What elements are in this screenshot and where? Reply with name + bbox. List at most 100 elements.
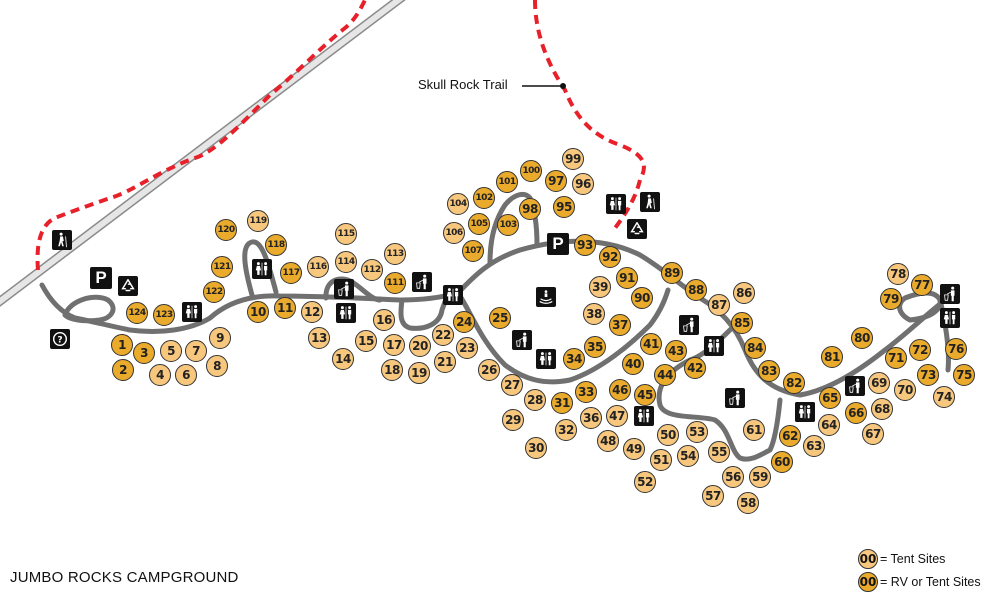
campsite-96[interactable]: 96 bbox=[572, 173, 594, 195]
campsite-24[interactable]: 24 bbox=[453, 311, 475, 333]
campsite-86[interactable]: 86 bbox=[733, 282, 755, 304]
campsite-69[interactable]: 69 bbox=[868, 372, 890, 394]
campsite-49[interactable]: 49 bbox=[623, 438, 645, 460]
campsite-35[interactable]: 35 bbox=[584, 336, 606, 358]
campsite-39[interactable]: 39 bbox=[589, 276, 611, 298]
campsite-54[interactable]: 54 bbox=[677, 445, 699, 467]
campsite-120[interactable]: 120 bbox=[215, 219, 237, 241]
campsite-19[interactable]: 19 bbox=[408, 362, 430, 384]
campsite-15[interactable]: 15 bbox=[355, 330, 377, 352]
campsite-67[interactable]: 67 bbox=[862, 423, 884, 445]
campsite-104[interactable]: 104 bbox=[447, 193, 469, 215]
campsite-87[interactable]: 87 bbox=[708, 294, 730, 316]
campsite-61[interactable]: 61 bbox=[743, 419, 765, 441]
campsite-71[interactable]: 71 bbox=[885, 347, 907, 369]
campsite-123[interactable]: 123 bbox=[153, 304, 175, 326]
campsite-58[interactable]: 58 bbox=[737, 492, 759, 514]
campsite-30[interactable]: 30 bbox=[525, 437, 547, 459]
campsite-99[interactable]: 99 bbox=[562, 148, 584, 170]
campsite-64[interactable]: 64 bbox=[818, 414, 840, 436]
campsite-83[interactable]: 83 bbox=[758, 360, 780, 382]
campsite-111[interactable]: 111 bbox=[384, 272, 406, 294]
campsite-98[interactable]: 98 bbox=[519, 198, 541, 220]
campsite-70[interactable]: 70 bbox=[894, 379, 916, 401]
campsite-31[interactable]: 31 bbox=[551, 392, 573, 414]
campsite-20[interactable]: 20 bbox=[409, 335, 431, 357]
campsite-112[interactable]: 112 bbox=[361, 259, 383, 281]
campsite-82[interactable]: 82 bbox=[783, 372, 805, 394]
campsite-73[interactable]: 73 bbox=[917, 364, 939, 386]
campsite-89[interactable]: 89 bbox=[661, 262, 683, 284]
campsite-43[interactable]: 43 bbox=[665, 340, 687, 362]
campsite-41[interactable]: 41 bbox=[640, 333, 662, 355]
campsite-22[interactable]: 22 bbox=[432, 324, 454, 346]
campsite-42[interactable]: 42 bbox=[684, 357, 706, 379]
campsite-34[interactable]: 34 bbox=[563, 348, 585, 370]
campsite-10[interactable]: 10 bbox=[247, 301, 269, 323]
campsite-37[interactable]: 37 bbox=[609, 314, 631, 336]
campsite-50[interactable]: 50 bbox=[657, 424, 679, 446]
campsite-2[interactable]: 2 bbox=[112, 359, 134, 381]
campsite-17[interactable]: 17 bbox=[383, 334, 405, 356]
campsite-29[interactable]: 29 bbox=[502, 409, 524, 431]
campsite-91[interactable]: 91 bbox=[616, 267, 638, 289]
campsite-106[interactable]: 106 bbox=[443, 222, 465, 244]
campsite-63[interactable]: 63 bbox=[803, 435, 825, 457]
campsite-5[interactable]: 5 bbox=[160, 340, 182, 362]
campsite-100[interactable]: 100 bbox=[520, 160, 542, 182]
campsite-118[interactable]: 118 bbox=[265, 234, 287, 256]
campsite-117[interactable]: 117 bbox=[280, 262, 302, 284]
campsite-93[interactable]: 93 bbox=[574, 234, 596, 256]
campsite-13[interactable]: 13 bbox=[308, 327, 330, 349]
campsite-25[interactable]: 25 bbox=[489, 307, 511, 329]
campsite-78[interactable]: 78 bbox=[887, 263, 909, 285]
campsite-56[interactable]: 56 bbox=[722, 466, 744, 488]
campsite-113[interactable]: 113 bbox=[384, 243, 406, 265]
campsite-3[interactable]: 3 bbox=[133, 342, 155, 364]
campsite-51[interactable]: 51 bbox=[650, 449, 672, 471]
campsite-27[interactable]: 27 bbox=[501, 374, 523, 396]
campsite-1[interactable]: 1 bbox=[111, 334, 133, 356]
campsite-90[interactable]: 90 bbox=[631, 287, 653, 309]
campsite-122[interactable]: 122 bbox=[203, 281, 225, 303]
campsite-76[interactable]: 76 bbox=[945, 338, 967, 360]
campsite-23[interactable]: 23 bbox=[456, 337, 478, 359]
campsite-33[interactable]: 33 bbox=[575, 381, 597, 403]
campsite-11[interactable]: 11 bbox=[274, 297, 296, 319]
campsite-102[interactable]: 102 bbox=[473, 187, 495, 209]
campsite-32[interactable]: 32 bbox=[555, 419, 577, 441]
campsite-74[interactable]: 74 bbox=[933, 386, 955, 408]
campsite-16[interactable]: 16 bbox=[373, 309, 395, 331]
campsite-121[interactable]: 121 bbox=[211, 256, 233, 278]
campsite-52[interactable]: 52 bbox=[634, 471, 656, 493]
campsite-46[interactable]: 46 bbox=[609, 379, 631, 401]
campsite-79[interactable]: 79 bbox=[880, 288, 902, 310]
campsite-75[interactable]: 75 bbox=[953, 364, 975, 386]
campsite-55[interactable]: 55 bbox=[708, 441, 730, 463]
campsite-12[interactable]: 12 bbox=[301, 301, 323, 323]
campsite-57[interactable]: 57 bbox=[702, 485, 724, 507]
campsite-48[interactable]: 48 bbox=[597, 430, 619, 452]
campsite-107[interactable]: 107 bbox=[462, 240, 484, 262]
campsite-36[interactable]: 36 bbox=[580, 407, 602, 429]
campsite-65[interactable]: 65 bbox=[819, 387, 841, 409]
campsite-6[interactable]: 6 bbox=[175, 364, 197, 386]
campsite-114[interactable]: 114 bbox=[335, 251, 357, 273]
campsite-116[interactable]: 116 bbox=[307, 256, 329, 278]
campsite-40[interactable]: 40 bbox=[622, 353, 644, 375]
campsite-77[interactable]: 77 bbox=[911, 274, 933, 296]
campsite-60[interactable]: 60 bbox=[771, 451, 793, 473]
campsite-66[interactable]: 66 bbox=[845, 402, 867, 424]
campsite-92[interactable]: 92 bbox=[599, 246, 621, 268]
campsite-47[interactable]: 47 bbox=[606, 405, 628, 427]
campsite-26[interactable]: 26 bbox=[478, 359, 500, 381]
campsite-101[interactable]: 101 bbox=[496, 171, 518, 193]
campsite-44[interactable]: 44 bbox=[654, 364, 676, 386]
campsite-28[interactable]: 28 bbox=[524, 389, 546, 411]
campsite-95[interactable]: 95 bbox=[553, 196, 575, 218]
campsite-8[interactable]: 8 bbox=[206, 355, 228, 377]
campsite-72[interactable]: 72 bbox=[909, 339, 931, 361]
campsite-97[interactable]: 97 bbox=[545, 170, 567, 192]
campsite-81[interactable]: 81 bbox=[821, 346, 843, 368]
campsite-4[interactable]: 4 bbox=[149, 364, 171, 386]
